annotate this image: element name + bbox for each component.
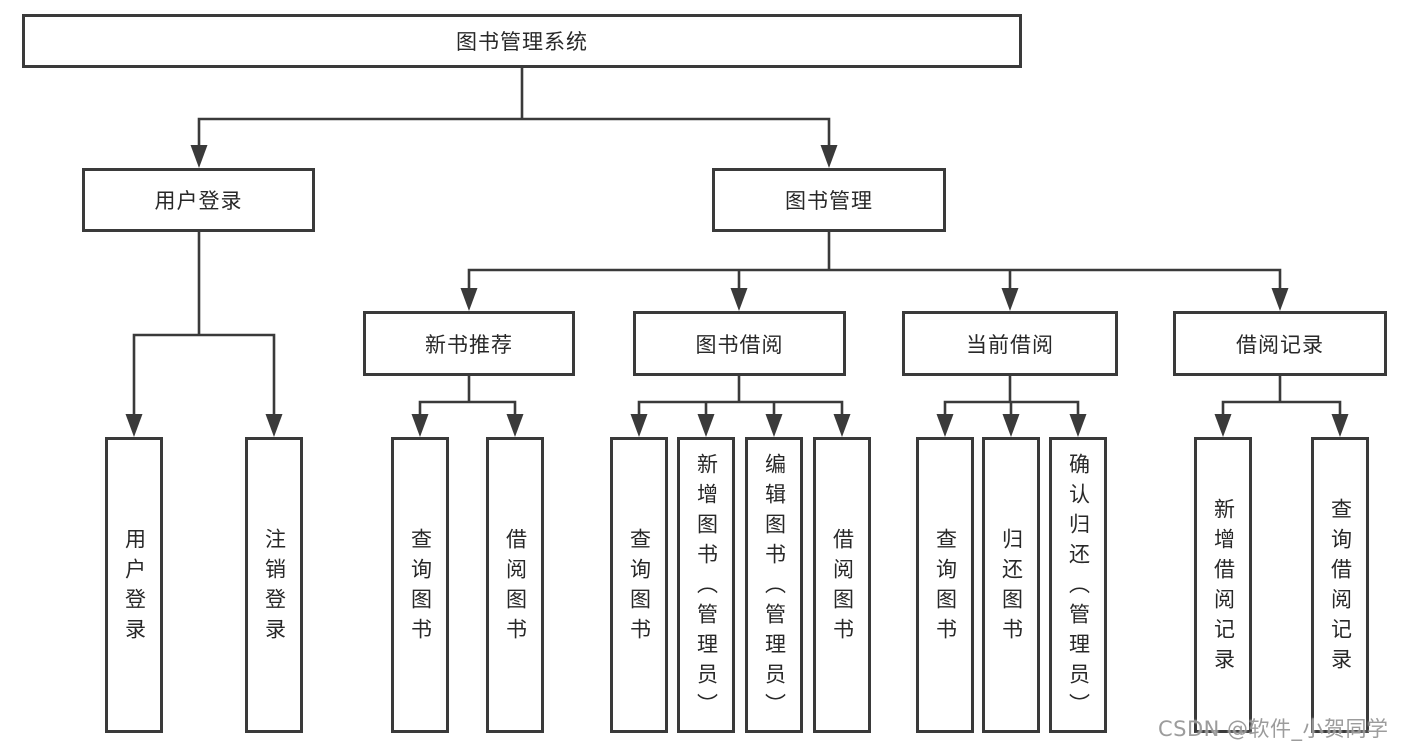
- arrow-book-borrow: [730, 288, 748, 311]
- csdn-watermark: CSDN @软件_小贺同学: [1158, 717, 1389, 741]
- arrow-current-borrow: [1001, 288, 1019, 311]
- arrow-leaf-cb-query: [936, 414, 954, 437]
- arrow-leaf-cb-confirm: [1069, 414, 1087, 437]
- leaf-newbook-borrow-book: 借阅图书: [486, 437, 544, 733]
- leaf-current-query-book: 查询图书: [916, 437, 974, 733]
- node-new-book-recommend: 新书推荐: [363, 311, 575, 376]
- leaf-records-add-record: 新增借阅记录: [1194, 437, 1252, 733]
- arrow-leaf-user-login: [125, 414, 143, 437]
- leaf-bookborrow-borrow-book: 借阅图书: [813, 437, 871, 733]
- arrow-user-login: [190, 145, 208, 168]
- arrow-leaf-nb-borrow: [506, 414, 524, 437]
- node-book-management: 图书管理: [712, 168, 946, 232]
- arrowheads: [125, 145, 1349, 437]
- leaf-records-query-record: 查询借阅记录: [1311, 437, 1369, 733]
- leaf-bookborrow-query-book: 查询图书: [610, 437, 668, 733]
- edge-bookmgmt-split: [467, 268, 1282, 291]
- node-book-borrow: 图书借阅: [633, 311, 846, 376]
- edge-records-split: [1221, 400, 1342, 417]
- edge-newbook-split: [418, 400, 517, 417]
- arrow-leaf-br-add: [1214, 414, 1232, 437]
- arrow-leaf-bb-add: [697, 414, 715, 437]
- leaf-logout: 注销登录: [245, 437, 303, 733]
- arrow-leaf-logout: [265, 414, 283, 437]
- node-borrow-records: 借阅记录: [1173, 311, 1387, 376]
- edge-userlogin-split: [132, 333, 276, 417]
- leaf-bookborrow-add-book-admin: 新增图书（管理员）: [677, 437, 735, 733]
- arrow-leaf-cb-return: [1002, 414, 1020, 437]
- node-root-system: 图书管理系统: [22, 14, 1022, 68]
- edge-bookborrow-split: [637, 400, 844, 417]
- arrow-leaf-bb-borrow: [833, 414, 851, 437]
- leaf-current-return-book: 归还图书: [982, 437, 1040, 733]
- arrow-new-book-recommend: [460, 288, 478, 311]
- arrow-borrow-records: [1271, 288, 1289, 311]
- edge-root-split: [197, 117, 831, 148]
- leaf-newbook-query-book: 查询图书: [391, 437, 449, 733]
- arrow-leaf-br-query: [1331, 414, 1349, 437]
- leaf-current-confirm-return-admin: 确认归还（管理员）: [1049, 437, 1107, 733]
- node-user-login: 用户登录: [82, 168, 315, 232]
- arrow-leaf-bb-query: [630, 414, 648, 437]
- node-current-borrow: 当前借阅: [902, 311, 1118, 376]
- leaf-bookborrow-edit-book-admin: 编辑图书（管理员）: [745, 437, 803, 733]
- arrow-leaf-nb-query: [411, 414, 429, 437]
- arrow-book-management: [820, 145, 838, 168]
- leaf-user-login: 用户登录: [105, 437, 163, 733]
- arrow-leaf-bb-edit: [765, 414, 783, 437]
